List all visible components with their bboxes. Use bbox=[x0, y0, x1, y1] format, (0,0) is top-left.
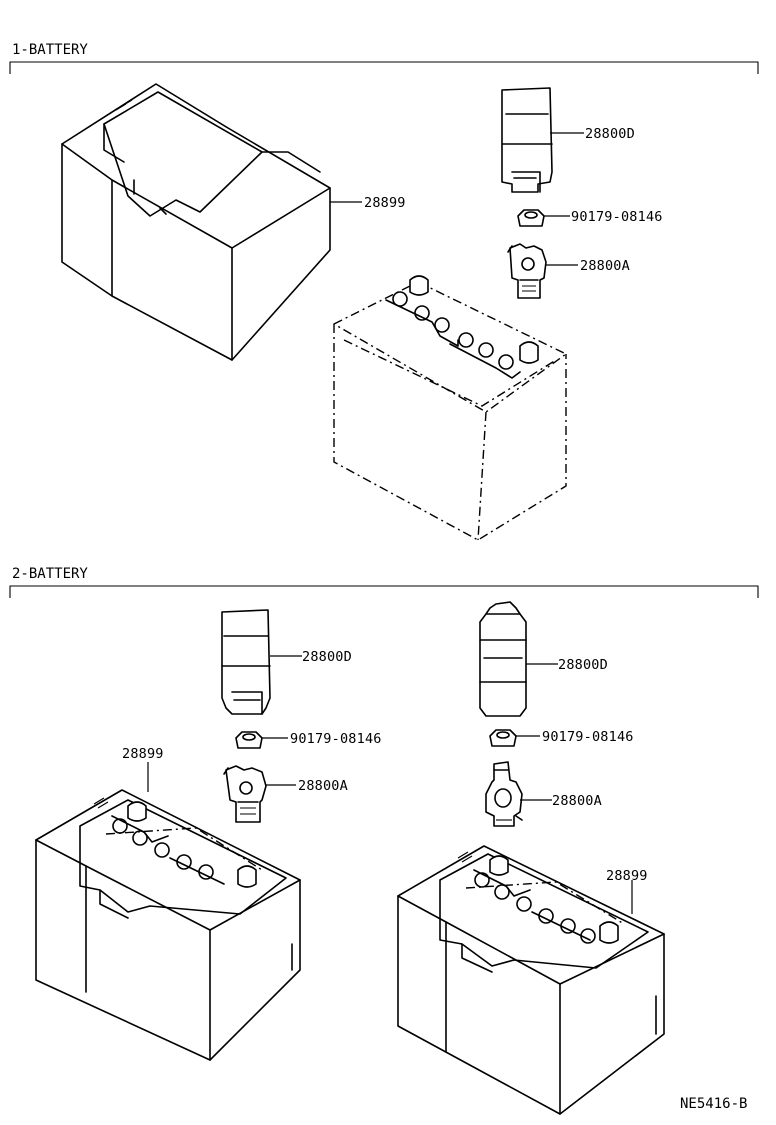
battery-cover-2-left bbox=[35, 789, 301, 1061]
terminal-clamp-1 bbox=[507, 243, 547, 299]
section-2-label: 2-BATTERY bbox=[12, 566, 88, 582]
figure-code: NE5416-B bbox=[680, 1096, 747, 1112]
nut-2-right bbox=[489, 729, 517, 747]
callout-s2l-nut: 90179-08146 bbox=[290, 731, 382, 747]
callout-s1-cover: 28899 bbox=[364, 195, 406, 211]
terminal-cover-2-right bbox=[479, 601, 527, 717]
callout-s1-terminal-cover: 28800D bbox=[585, 126, 635, 142]
section-1-label: 1-BATTERY bbox=[12, 42, 88, 58]
callout-s2l-cover: 28899 bbox=[122, 746, 164, 762]
callout-s2r-clamp: 28800A bbox=[552, 793, 602, 809]
callout-s2r-terminal-cover: 28800D bbox=[558, 657, 608, 673]
callout-s2r-cover: 28899 bbox=[606, 868, 648, 884]
callout-s2r-nut: 90179-08146 bbox=[542, 729, 634, 745]
section-2-bracket bbox=[9, 585, 759, 598]
callout-s2l-terminal-cover: 28800D bbox=[302, 649, 352, 665]
callout-s2l-clamp: 28800A bbox=[298, 778, 348, 794]
terminal-clamp-2-left bbox=[223, 765, 267, 823]
terminal-cover-1 bbox=[501, 87, 553, 193]
terminal-clamp-2-right bbox=[485, 761, 523, 827]
battery-cover-2-right bbox=[397, 845, 665, 1115]
nut-2-left bbox=[235, 731, 263, 749]
battery-1 bbox=[333, 275, 567, 541]
terminal-cover-2-left bbox=[221, 609, 271, 715]
callout-s1-clamp: 28800A bbox=[580, 258, 630, 274]
nut-1 bbox=[517, 209, 545, 227]
section-1-bracket bbox=[9, 61, 759, 74]
callout-s1-nut: 90179-08146 bbox=[571, 209, 663, 225]
battery-cover-1 bbox=[61, 83, 331, 361]
